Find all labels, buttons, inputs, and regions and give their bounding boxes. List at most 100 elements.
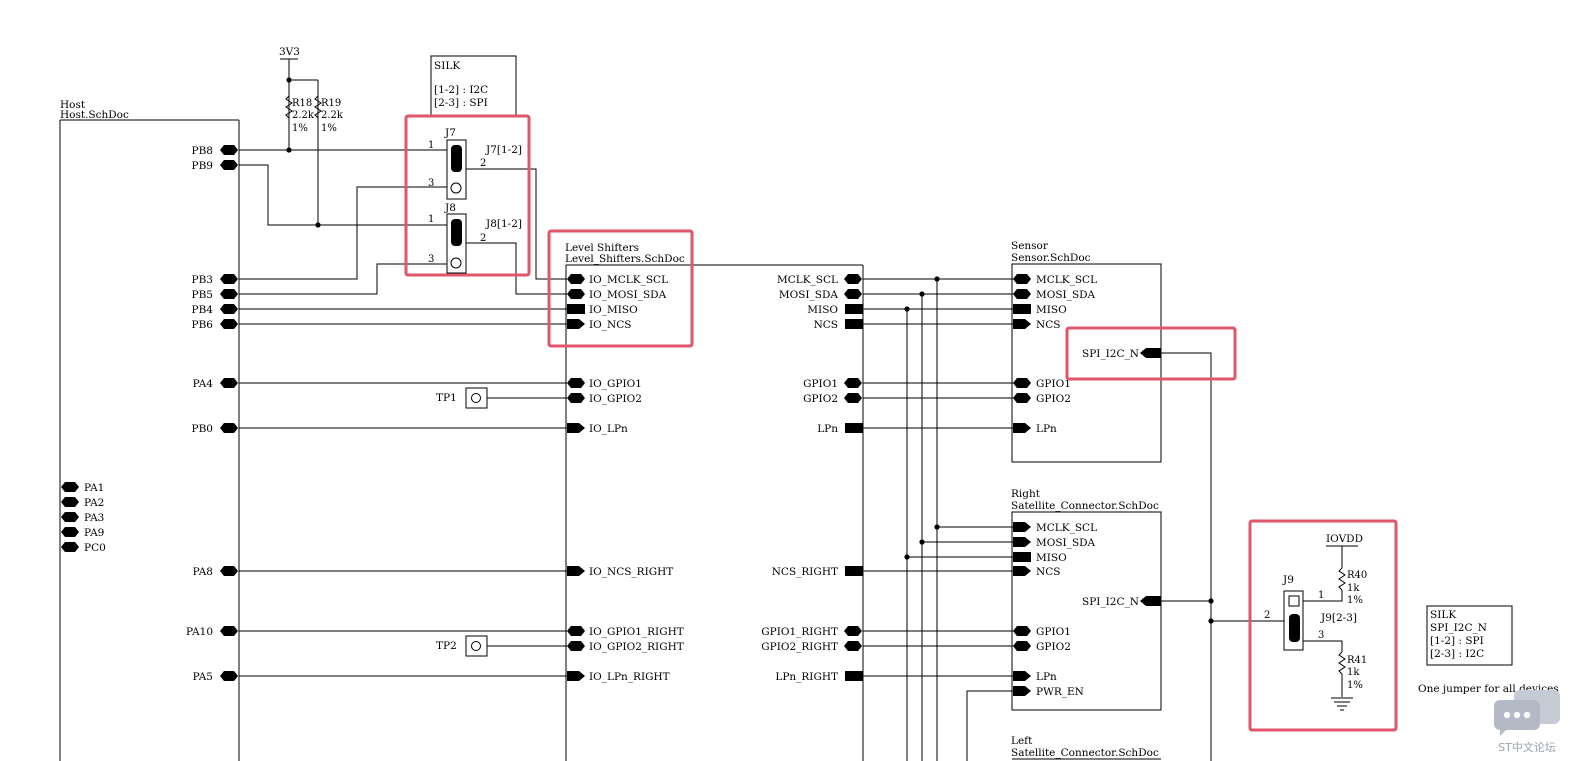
chat-bubble-icon	[1494, 690, 1560, 736]
right-conn-port-lpn	[1013, 671, 1031, 681]
test-point-tp1: TP1	[436, 387, 488, 409]
ls-in-port-io-lpn-right	[567, 671, 585, 681]
ls-in-label-io-lpn: IO_LPn	[589, 423, 628, 435]
highlight-j9-mode	[1248, 519, 1398, 732]
jumper-wiring	[239, 149, 567, 677]
sensor-port-lpn	[1013, 423, 1031, 433]
sensor-port-label-miso: MISO	[1036, 304, 1067, 316]
right-conn-title: Right	[1011, 488, 1041, 500]
ls-out-port-miso	[845, 304, 863, 314]
highlight-level-shifter-ports	[547, 229, 694, 348]
r41-tol: 1%	[1347, 680, 1363, 691]
left-conn-title: Left	[1011, 735, 1033, 747]
host-port-pa10	[220, 626, 238, 636]
host-port-label-pa5: PA5	[193, 671, 213, 683]
host-title: Host	[60, 99, 86, 111]
host-unused-port-pc0	[61, 542, 79, 552]
right-spi-i2c-n-label: SPI_I2C_N	[1082, 596, 1139, 608]
rail-3v3-label: 3V3	[279, 46, 300, 58]
silk-right-line1: SPI_I2C_N	[1430, 622, 1487, 634]
highlight-j7-j8	[404, 114, 531, 277]
right-conn-port-label-lpn: LPn	[1036, 671, 1057, 683]
ls-out-port-gpio2	[844, 393, 862, 403]
ls-in-label-io-miso: IO_MISO	[589, 304, 638, 316]
r18-ref: R18	[292, 98, 312, 109]
ls-out-port-mclk-scl	[844, 274, 862, 284]
host-unused-port-pa1	[61, 482, 79, 492]
ls-out-label-miso: MISO	[807, 304, 838, 316]
iovdd-label: IOVDD	[1326, 533, 1363, 545]
left-connector-sheet: Left Satellite_Connector.SchDoc	[1011, 735, 1161, 760]
host-port-label-pa8: PA8	[193, 566, 213, 578]
ls-in-label-io-mclk-scl: IO_MCLK_SCL	[589, 274, 668, 286]
ls-in-port-io-mosi-sda	[567, 289, 585, 299]
ls-out-label-ncs-right: NCS_RIGHT	[772, 566, 838, 578]
test-point-tp2: TP2	[436, 635, 488, 657]
r40-ref: R40	[1347, 570, 1367, 581]
ls-out-port-ncs-right	[845, 566, 863, 576]
right-conn-port-miso	[1013, 552, 1031, 562]
left-conn-file: Satellite_Connector.SchDoc	[1011, 747, 1159, 759]
host-unused-label-pa9: PA9	[84, 527, 104, 539]
host-port-pb3	[220, 274, 238, 284]
host-port-pb6	[220, 319, 238, 329]
host-unused-port-pa2	[61, 497, 79, 507]
bus-wiring	[863, 276, 1014, 761]
sensor-port-label-mosi-sda: MOSI_SDA	[1036, 289, 1096, 301]
watermark-text: ST中文论坛	[1498, 741, 1556, 754]
r18-tol: 1%	[292, 123, 308, 134]
sensor-file: Sensor.SchDoc	[1011, 252, 1091, 264]
j7-setting: J7[1-2]	[485, 144, 522, 156]
sensor-port-mosi-sda	[1013, 289, 1031, 299]
right-conn-port-label-pwr-en: PWR_EN	[1036, 686, 1084, 698]
j9-pin2: 2	[1264, 610, 1270, 621]
j8-ref: J8	[444, 202, 456, 214]
ls-in-label-io-ncs: IO_NCS	[589, 319, 631, 331]
right-conn-port-label-gpio1: GPIO1	[1036, 626, 1071, 638]
host-sheet: Host Host.SchDoc PB8PB9PB3PB5PB4PB6PA4PB…	[59, 99, 240, 761]
ls-in-port-io-mclk-scl	[567, 274, 585, 284]
ls-in-port-io-gpio1-right	[567, 626, 585, 636]
j7-ref: J7	[444, 127, 456, 139]
ls-out-port-mosi-sda	[844, 289, 862, 299]
silk-top-title: SILK	[434, 60, 460, 72]
j9-ref: J9	[1282, 574, 1294, 586]
host-port-label-pb0: PB0	[192, 423, 213, 435]
silk-note-right: SILK SPI_I2C_N [1-2] : SPI [2-3] : I2C O…	[1418, 605, 1559, 695]
tp1-label: TP1	[436, 392, 457, 404]
right-conn-port-mosi-sda	[1013, 537, 1031, 547]
host-port-label-pa10: PA10	[186, 626, 213, 638]
j8-pin2: 2	[480, 233, 486, 244]
ls-out-label-gpio2-right: GPIO2_RIGHT	[761, 641, 838, 653]
r40-value: 1k	[1347, 583, 1360, 594]
right-conn-port-label-mclk-scl: MCLK_SCL	[1036, 522, 1097, 534]
silk-top-line2: [2-3] : SPI	[434, 97, 488, 109]
ls-out-label-mosi-sda: MOSI_SDA	[779, 289, 839, 301]
host-unused-label-pc0: PC0	[84, 542, 106, 554]
ls-out-port-lpn	[845, 423, 863, 433]
ls-out-label-mclk-scl: MCLK_SCL	[777, 274, 838, 286]
j9-pin3: 3	[1318, 630, 1324, 641]
ls-out-port-ncs	[845, 319, 863, 329]
ls-in-label-io-gpio2: IO_GPIO2	[589, 393, 642, 405]
r18-value: 2.2k	[292, 110, 315, 121]
ls-in-port-io-lpn	[567, 423, 585, 433]
pullup-network: 3V3 R18 2.2k 1% R19 2.2k 1%	[279, 46, 344, 228]
sensor-port-ncs	[1013, 319, 1031, 329]
host-port-pb5	[220, 289, 238, 299]
ls-out-port-gpio1	[844, 378, 862, 388]
ls-in-label-io-gpio1: IO_GPIO1	[589, 378, 642, 390]
ls-in-port-io-gpio1	[567, 378, 585, 388]
sensor-sheet: Sensor Sensor.SchDoc MCLK_SCLMOSI_SDAMIS…	[1011, 240, 1162, 463]
right-conn-port-label-mosi-sda: MOSI_SDA	[1036, 537, 1096, 549]
sensor-port-miso	[1013, 304, 1031, 314]
ls-out-label-lpn-right: LPn_RIGHT	[775, 671, 838, 683]
ls-in-port-io-gpio2	[567, 393, 585, 403]
r41-value: 1k	[1347, 667, 1360, 678]
j7-pin2: 2	[480, 158, 486, 169]
host-port-label-pb6: PB6	[192, 319, 214, 331]
ls-out-label-gpio1-right: GPIO1_RIGHT	[761, 626, 838, 638]
ls-in-label-io-mosi-sda: IO_MOSI_SDA	[589, 289, 667, 301]
host-unused-port-pa9	[61, 527, 79, 537]
